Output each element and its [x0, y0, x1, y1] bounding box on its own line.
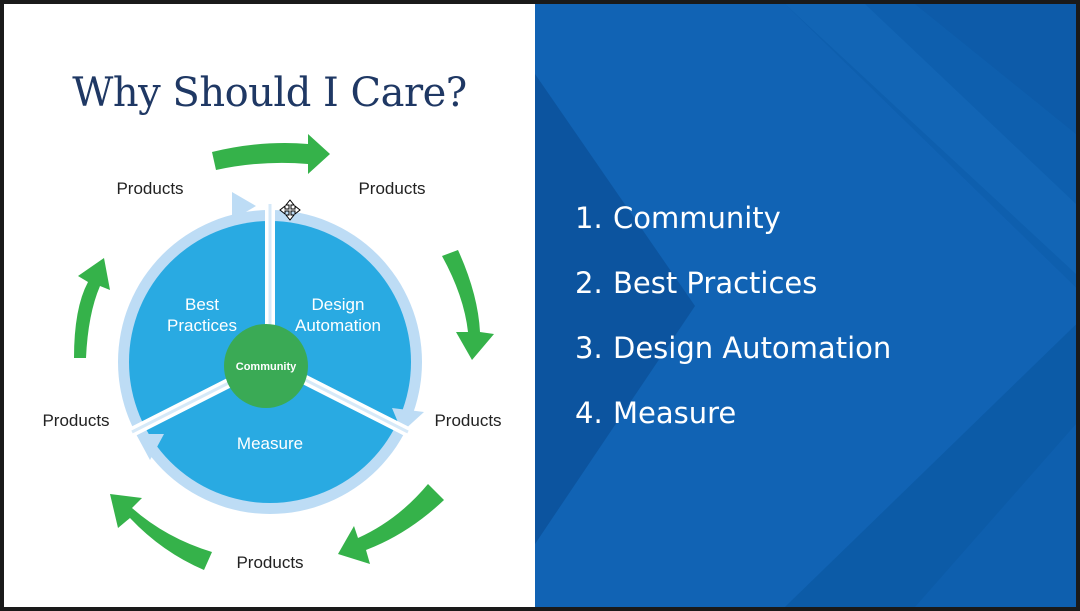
green-arrow-bottom-right — [338, 484, 444, 564]
list-item: 2. Best Practices — [575, 261, 891, 326]
list-text: Design Automation — [613, 331, 892, 365]
ring-arrowhead-top — [232, 192, 256, 220]
cycle-arrows — [62, 134, 494, 570]
list-item: 1. Community — [575, 196, 891, 261]
products-label: Products — [116, 179, 183, 198]
list-item: 4. Measure — [575, 391, 891, 456]
segment-label-best-practices-line2: Practices — [167, 316, 237, 335]
green-arrow-top — [212, 134, 330, 174]
segment-label-design-automation-line2: Automation — [295, 316, 381, 335]
right-panel: 1. Community 2. Best Practices 3. Design Au… — [535, 4, 1076, 607]
list-number: 4. — [575, 396, 603, 430]
products-label: Products — [434, 411, 501, 430]
move-cursor-icon — [279, 199, 301, 221]
list-number: 2. — [575, 266, 603, 300]
chevron-background — [535, 4, 1076, 607]
left-panel: Why Should I Care? — [4, 4, 535, 607]
list-number: 3. — [575, 331, 603, 365]
ring-arrowhead-left — [136, 434, 164, 460]
presentation-slide: Why Should I Care? — [4, 4, 1076, 607]
center-circle — [224, 324, 308, 408]
products-label: Products — [358, 179, 425, 198]
green-arrow-bottom-left — [110, 494, 212, 570]
list-text: Measure — [613, 396, 737, 430]
segment-label-design-automation: Design — [312, 295, 365, 314]
products-label: Products — [42, 411, 109, 430]
segment-label-measure: Measure — [237, 434, 303, 453]
segment-label-best-practices: Best — [185, 295, 219, 314]
center-label: Community — [236, 361, 297, 373]
list-number: 1. — [575, 201, 603, 235]
cycle-diagram: Best Practices Design Automation Measure… — [42, 134, 502, 572]
list-text: Best Practices — [613, 266, 818, 300]
products-label: Products — [236, 553, 303, 572]
list-item: 3. Design Automation — [575, 326, 891, 391]
list-text: Community — [613, 201, 781, 235]
green-arrow-right — [442, 250, 494, 360]
slide-title: Why Should I Care? — [72, 70, 467, 116]
green-arrow-left — [62, 258, 110, 358]
numbered-list: 1. Community 2. Best Practices 3. Design Au… — [575, 196, 891, 456]
